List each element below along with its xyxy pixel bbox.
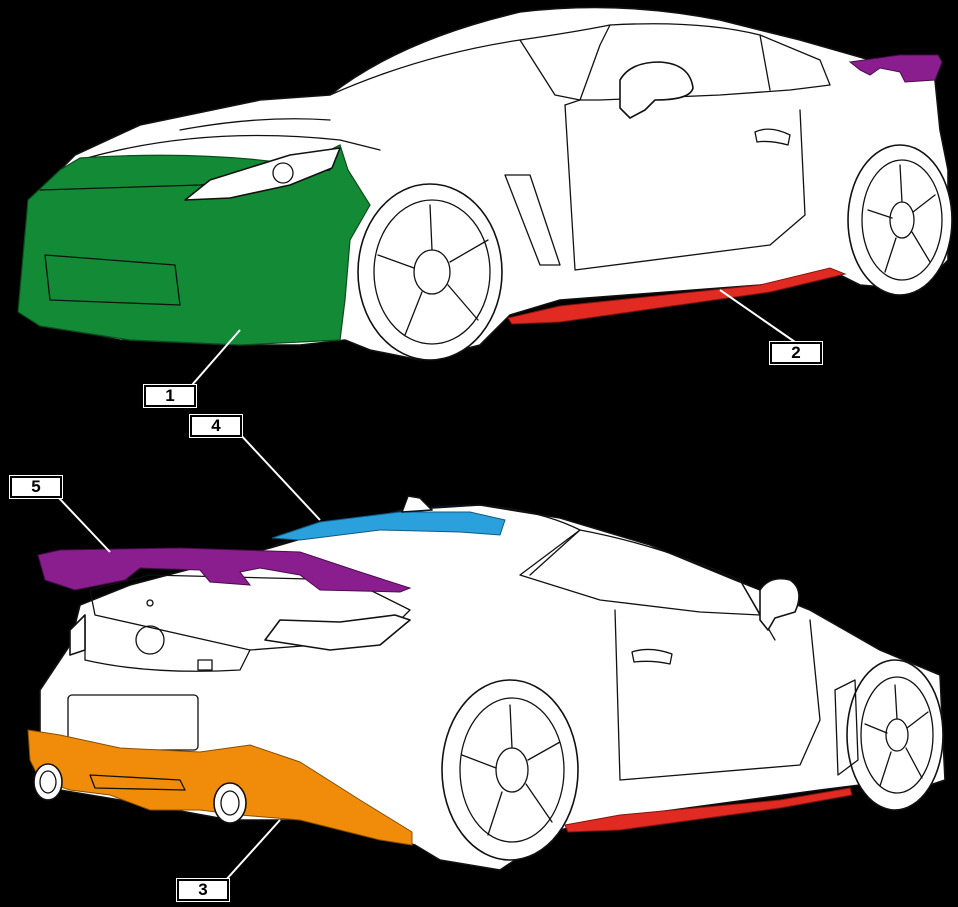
callout-4: 4 xyxy=(189,414,243,438)
front-view-car xyxy=(17,6,953,361)
front-right-wheel xyxy=(846,659,944,811)
part-2-side-skirt-bottom xyxy=(564,787,853,833)
callout-2: 2 xyxy=(769,341,823,365)
part-2-side-skirt xyxy=(507,267,847,325)
callout-3: 3 xyxy=(176,878,230,902)
front-left-wheel xyxy=(357,183,503,361)
callout-5: 5 xyxy=(9,475,63,499)
part-4-roof-spoiler xyxy=(271,511,506,541)
part-5-rear-wing xyxy=(37,547,412,593)
callout-1: 1 xyxy=(143,384,197,408)
leader-lines xyxy=(57,289,796,882)
rear-right-wheel xyxy=(441,679,579,861)
part-1-front-bumper xyxy=(17,144,371,346)
rear-left-wheel xyxy=(847,144,953,296)
part-5-rear-wing-top xyxy=(848,54,943,83)
rear-view-car xyxy=(27,495,946,871)
